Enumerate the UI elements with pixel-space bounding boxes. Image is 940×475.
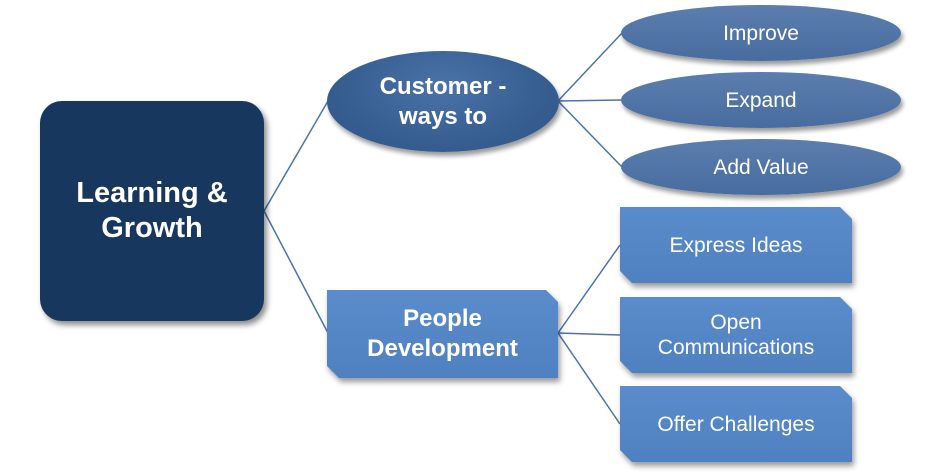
branch-node-people-development-box: People Development [327, 290, 558, 378]
leaf-node-offer-challenges-box: Offer Challenges [620, 386, 852, 462]
branch-node-customer-line-2: ways to [398, 102, 488, 130]
leaf-node-open-communications-line-2: Communications [657, 336, 815, 359]
leaf-node-express-ideas-box: Express Ideas [620, 207, 852, 283]
branch-node-customer-line-1: Customer - [379, 72, 507, 100]
branch-node-customer-label: Customer - ways to [380, 72, 507, 132]
branch-node-people-development-line-1: People [403, 305, 482, 332]
leaf-node-open-communications-line-1: Open [710, 311, 762, 334]
leaf-node-add-value: Add Value [621, 139, 901, 195]
connector-people-offer-challenges [557, 332, 621, 425]
leaf-node-open-communications: Open Communications [620, 297, 852, 373]
branch-node-people-development-label: People Development [367, 304, 518, 364]
connector-customer-expand [557, 99, 623, 102]
connector-people-express-ideas [557, 244, 621, 334]
root-node-label: Learning & Growth [76, 176, 227, 246]
branch-node-people-development: People Development [327, 290, 558, 378]
leaf-node-express-ideas-label: Express Ideas [669, 233, 803, 257]
leaf-node-open-communications-box: Open Communications [620, 297, 852, 373]
leaf-node-expand: Expand [621, 72, 901, 128]
branch-node-people-development-line-2: Development [367, 335, 518, 362]
leaf-node-expand-label: Expand [725, 89, 797, 112]
leaf-node-improve: Improve [621, 5, 901, 61]
leaf-node-offer-challenges: Offer Challenges [620, 386, 852, 462]
leaf-node-express-ideas: Express Ideas [620, 207, 852, 283]
connector-root-customer [263, 100, 329, 212]
leaf-node-add-value-label: Add Value [713, 156, 809, 179]
leaf-node-open-communications-label: Open Communications [658, 310, 814, 360]
leaf-node-improve-label: Improve [723, 22, 799, 45]
root-node-label-line-1: Learning & [76, 177, 228, 209]
branch-node-customer: Customer - ways to [327, 51, 559, 152]
root-node-learning-growth: Learning & Growth [40, 101, 264, 321]
leaf-node-offer-challenges-label: Offer Challenges [657, 412, 815, 436]
connector-people-open-communications [557, 332, 621, 336]
connector-customer-add-value [557, 100, 623, 168]
root-node-label-line-2: Growth [101, 212, 203, 244]
connector-customer-improve [557, 32, 623, 102]
connector-root-people [263, 210, 329, 334]
